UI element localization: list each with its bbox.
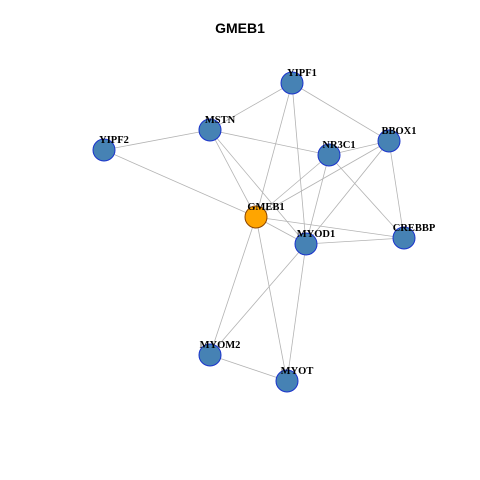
node-circle-nr3c1[interactable] [317, 143, 341, 167]
node-label-yipf1: YIPF1 [287, 68, 317, 79]
node-nr3c1[interactable]: NR3C1 [317, 140, 356, 167]
node-label-crebbp: CREBBP [393, 223, 436, 234]
node-myod1[interactable]: MYOD1 [294, 229, 336, 256]
node-myot[interactable]: MYOT [275, 366, 314, 393]
edge-bbox1-gmeb1 [255, 140, 390, 218]
node-label-myod1: MYOD1 [297, 229, 336, 240]
node-circle-bbox1[interactable] [377, 129, 401, 153]
node-circle-myom2[interactable] [198, 343, 222, 367]
edge-mstn-yipf2 [103, 129, 211, 151]
node-circle-yipf2[interactable] [92, 138, 116, 162]
edge-mstn-myod1 [209, 129, 307, 245]
edge-gmeb1-myom2 [209, 216, 257, 356]
edge-myom2-myot [209, 354, 288, 382]
edge-mstn-nr3c1 [209, 129, 330, 156]
node-crebbp[interactable]: CREBBP [392, 223, 436, 250]
edge-yipf1-myod1 [291, 82, 307, 245]
graph-title: GMEB1 [215, 20, 265, 36]
edge-myod1-myot [286, 243, 307, 382]
node-circle-yipf1[interactable] [280, 71, 304, 95]
node-gmeb1[interactable]: GMEB1 [244, 202, 285, 229]
node-circle-myod1[interactable] [294, 232, 318, 256]
edges-layer [103, 82, 405, 382]
node-circle-gmeb1[interactable] [244, 205, 268, 229]
edge-myod1-myom2 [209, 243, 307, 356]
node-yipf1[interactable]: YIPF1 [280, 68, 317, 95]
edge-gmeb1-myot [255, 216, 288, 382]
edge-bbox1-myod1 [305, 140, 390, 245]
edge-mstn-gmeb1 [209, 129, 257, 218]
edge-yipf1-gmeb1 [255, 82, 293, 218]
node-yipf2[interactable]: YIPF2 [92, 135, 129, 162]
node-label-myom2: MYOM2 [200, 340, 241, 351]
node-circle-myot[interactable] [275, 369, 299, 393]
edge-yipf1-bbox1 [291, 82, 390, 142]
node-label-yipf2: YIPF2 [99, 135, 129, 146]
edge-yipf1-mstn [209, 82, 293, 131]
edge-bbox1-crebbp [388, 140, 405, 239]
node-label-nr3c1: NR3C1 [322, 140, 355, 151]
node-label-myot: MYOT [281, 366, 314, 377]
edge-nr3c1-myod1 [305, 154, 330, 245]
edge-gmeb1-crebbp [255, 216, 405, 239]
node-mstn[interactable]: MSTN [198, 115, 236, 142]
node-label-bbox1: BBOX1 [381, 126, 416, 137]
node-myom2[interactable]: MYOM2 [198, 340, 241, 367]
node-label-mstn: MSTN [205, 115, 236, 126]
edge-yipf2-gmeb1 [103, 149, 257, 218]
node-circle-mstn[interactable] [198, 118, 222, 142]
edge-myod1-crebbp [305, 237, 405, 245]
node-label-gmeb1: GMEB1 [247, 202, 284, 213]
edge-nr3c1-crebbp [328, 154, 405, 239]
node-bbox1[interactable]: BBOX1 [377, 126, 417, 153]
node-circle-crebbp[interactable] [392, 226, 416, 250]
edge-nr3c1-gmeb1 [255, 154, 330, 218]
